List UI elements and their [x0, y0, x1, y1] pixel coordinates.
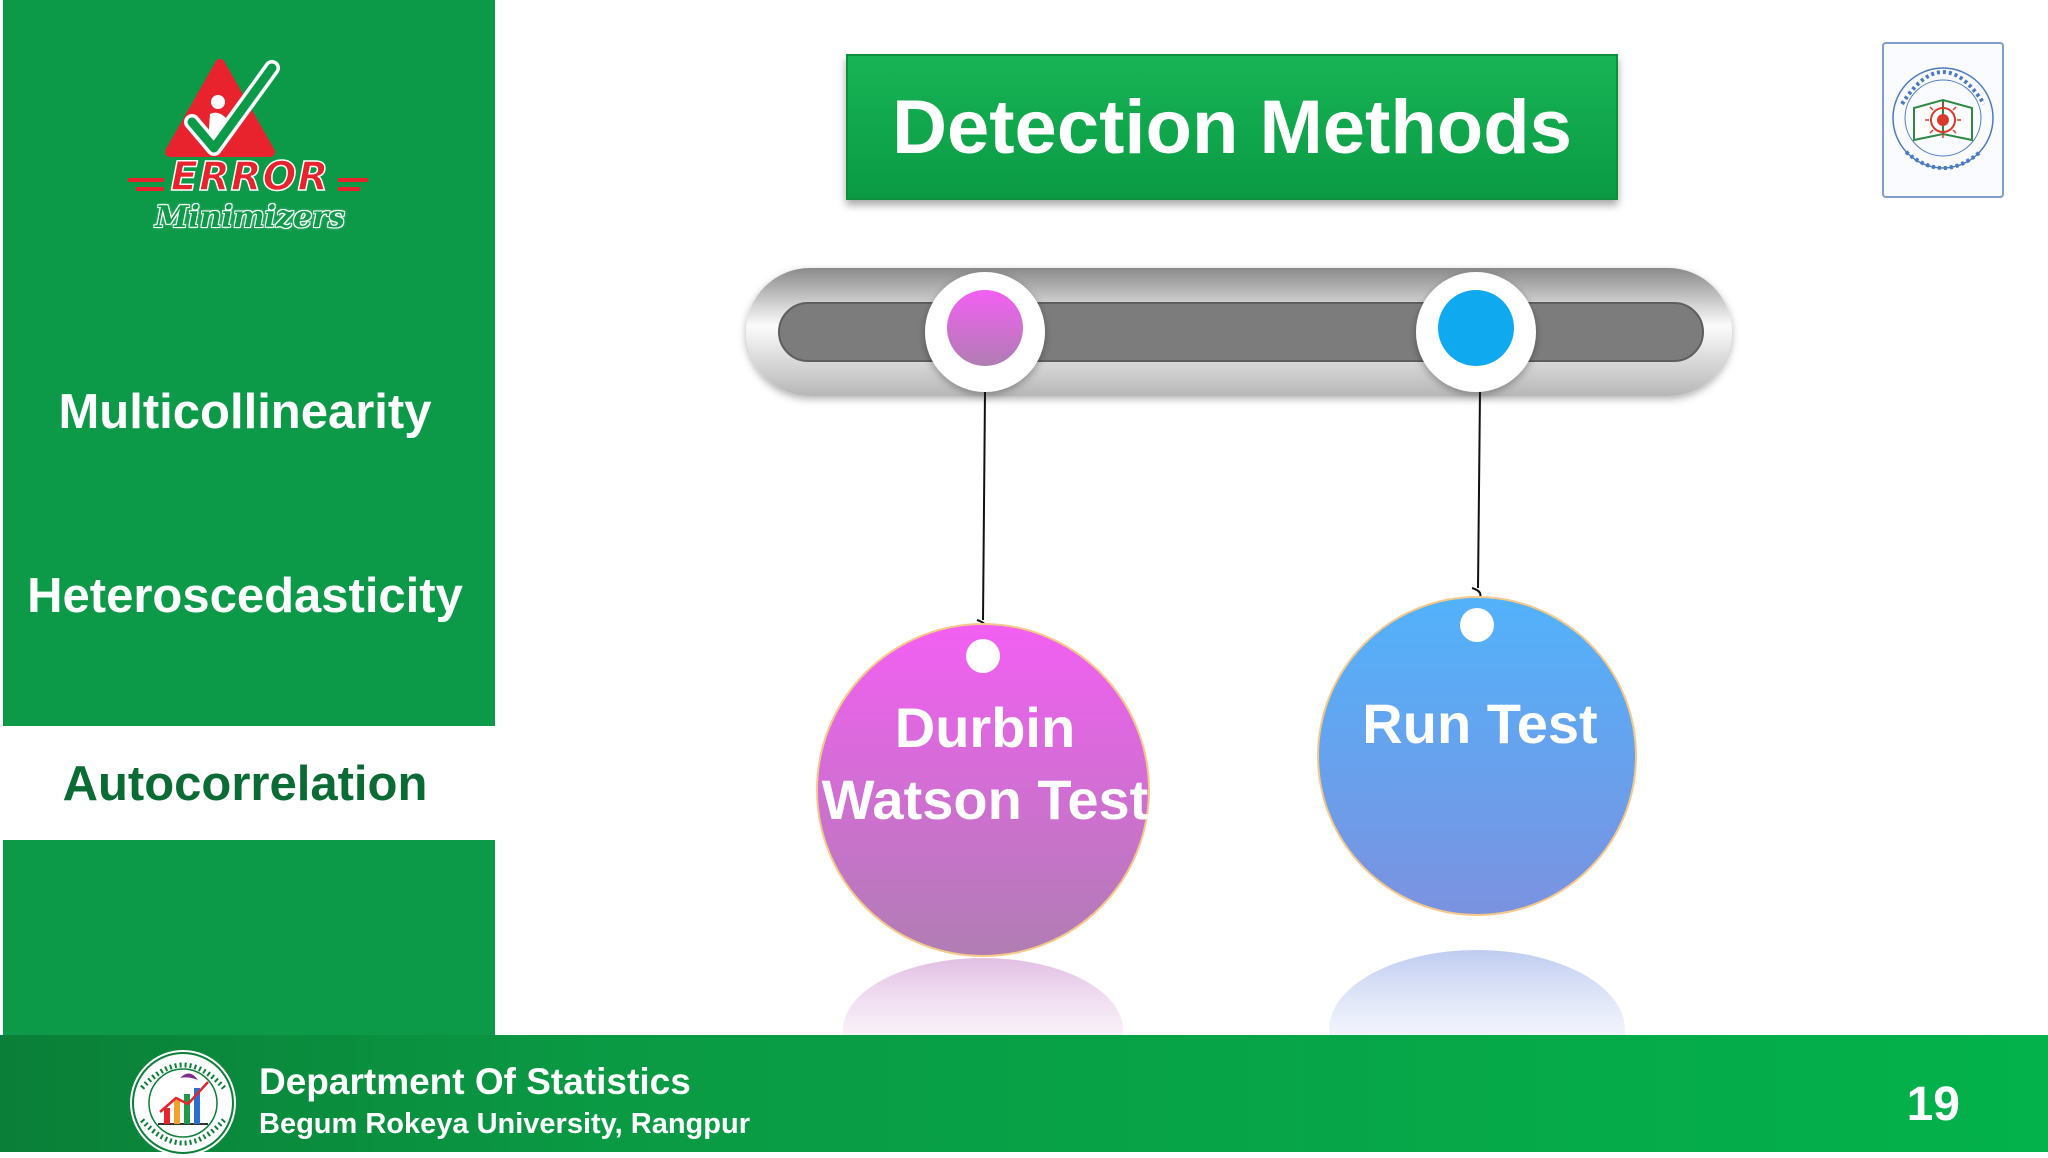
department-logo-icon — [130, 1050, 236, 1156]
sidebar-item-heteroscedasticity[interactable]: Heteroscedasticity — [27, 569, 463, 623]
sidebar-item-autocorrelation[interactable]: Autocorrelation — [62, 757, 428, 811]
slide-title-banner: Detection Methods — [846, 54, 1618, 200]
hang-hole-durbin — [966, 639, 1000, 673]
sidebar-item-multicollinearity[interactable]: Multicollinearity — [58, 385, 432, 439]
footer-bar: Department Of Statistics Begum Rokeya Un… — [0, 1035, 2048, 1156]
knob-dot-run — [1438, 290, 1514, 366]
university-seal — [1882, 42, 2004, 198]
method-label-durbin-watson: Durbin Watson Test — [821, 696, 1149, 831]
footer-university-name: Begum Rokeya University, Rangpur — [259, 1108, 750, 1140]
hang-hole-run — [1460, 608, 1494, 642]
method-circle-durbin — [816, 623, 1150, 957]
warning-check-icon — [128, 59, 368, 191]
slide-title: Detection Methods — [892, 84, 1572, 170]
connector-durbin — [982, 391, 986, 621]
error-minimizers-logo: ERROR Minimizers — [120, 52, 380, 242]
slider-track-inner — [778, 302, 1704, 362]
knob-dot-durbin — [947, 290, 1023, 366]
connector-run — [1477, 391, 1481, 589]
sidebar-panel-bottom — [3, 840, 495, 1035]
method-label-run-test: Run Test — [1362, 692, 1598, 755]
university-seal-emblem-icon — [1892, 67, 1994, 170]
logo-word-minimizers: Minimizers — [155, 200, 345, 235]
method-circle-run — [1317, 596, 1637, 916]
footer-department-name: Department Of Statistics — [259, 1061, 691, 1102]
logo-word-error: ERROR — [170, 153, 330, 201]
page-number: 19 — [1906, 1078, 1960, 1131]
